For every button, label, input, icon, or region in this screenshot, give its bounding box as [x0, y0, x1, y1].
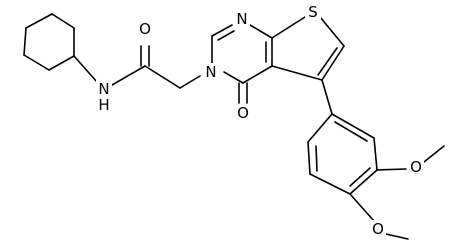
bond: [331, 113, 375, 139]
bond: [321, 45, 345, 81]
bond: [271, 65, 323, 81]
bond: [321, 79, 333, 115]
bond: [242, 65, 273, 84]
bond: [271, 16, 306, 39]
bond: [376, 168, 407, 171]
atom-n3: N: [205, 63, 216, 81]
bond: [349, 193, 375, 222]
bond: [349, 169, 378, 195]
bond: [423, 145, 445, 163]
atom-o-methoxy-3: O: [410, 158, 422, 176]
bond: [144, 65, 181, 89]
bond: [51, 13, 75, 29]
atom-s-thiophene: S: [308, 3, 318, 21]
bond: [23, 27, 27, 56]
atom-o-methoxy-4: O: [372, 220, 384, 238]
bond: [25, 13, 53, 29]
bond: [309, 173, 351, 195]
atom-o-keto: O: [237, 104, 249, 122]
bond: [111, 65, 146, 86]
bond: [385, 233, 409, 240]
bond: [249, 24, 273, 39]
bond: [179, 75, 201, 89]
bond: [319, 16, 345, 47]
bond: [373, 137, 378, 171]
bond: [307, 113, 333, 143]
bond: [211, 24, 233, 37]
atom-n-amide: N: [98, 80, 109, 98]
bond: [349, 167, 371, 187]
bond: [48, 55, 75, 71]
bond: [317, 47, 338, 76]
bonds: [23, 13, 445, 240]
bond: [223, 71, 244, 84]
atom-n-pyrimidine: N: [236, 10, 247, 28]
bond: [23, 54, 50, 71]
bond: [217, 30, 235, 41]
bond: [334, 121, 368, 142]
atom-labels: O N H N N S O O O: [96, 3, 424, 238]
atom-o-amide: O: [139, 20, 151, 38]
atom-h-amide: H: [98, 96, 109, 114]
bond: [315, 145, 318, 172]
bond: [73, 55, 98, 83]
bond: [307, 141, 311, 175]
